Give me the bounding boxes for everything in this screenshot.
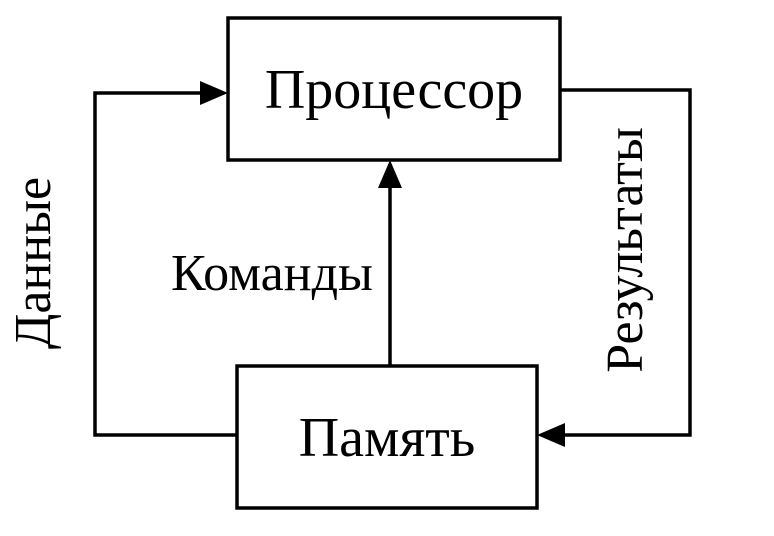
- data-flow-line: [93, 91, 237, 437]
- results-flow-line: [560, 88, 692, 437]
- commands-edge-label: Команды: [171, 245, 373, 302]
- memory-label: Память: [299, 407, 476, 469]
- commands-arrowhead-icon: [378, 160, 402, 188]
- processor-label: Процессор: [265, 59, 523, 121]
- results-edge-label: Результаты: [597, 127, 654, 373]
- processor-box: [226, 16, 562, 162]
- data-edge-label: Данные: [5, 177, 62, 349]
- results-arrowhead-icon: [537, 423, 565, 447]
- data-arrowhead-icon: [200, 81, 228, 105]
- memory-box: [235, 364, 539, 510]
